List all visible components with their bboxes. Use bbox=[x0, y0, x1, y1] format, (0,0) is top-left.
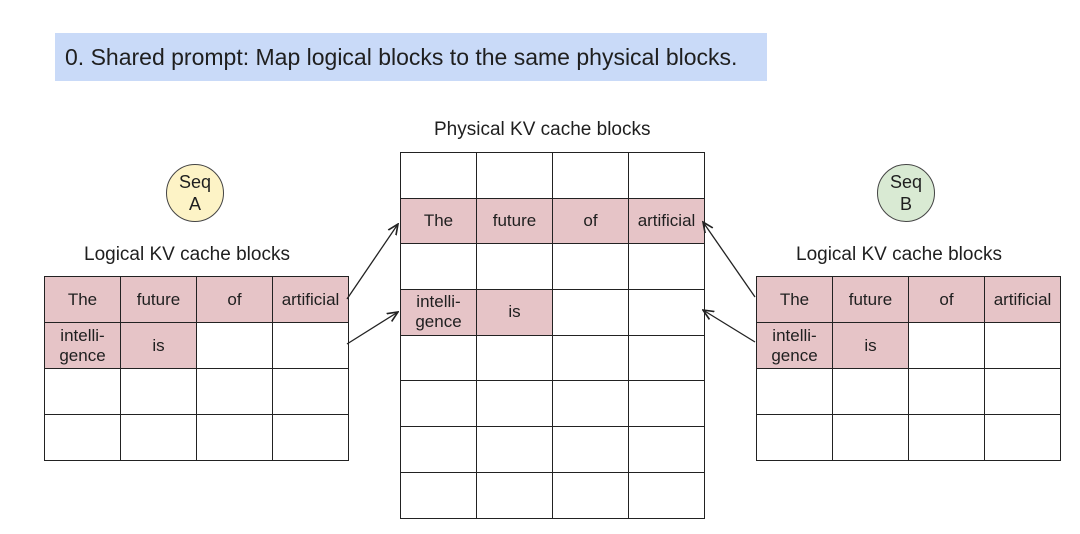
kv-block-cell bbox=[120, 368, 197, 415]
kv-block-cell bbox=[628, 152, 705, 199]
kv-block-cell bbox=[476, 380, 553, 428]
table-row bbox=[756, 368, 1061, 415]
table-row bbox=[400, 426, 705, 473]
kv-block-cell bbox=[628, 289, 705, 336]
kv-block-cell: intelli-gence bbox=[400, 289, 477, 336]
kv-block-cell bbox=[552, 380, 629, 428]
kv-block-cell: of bbox=[552, 197, 629, 245]
table-row bbox=[44, 414, 349, 461]
kv-block-cell: The bbox=[44, 276, 121, 323]
table-row bbox=[756, 414, 1061, 461]
kv-block-cell bbox=[272, 368, 349, 415]
kv-block-cell bbox=[400, 426, 477, 473]
kv-block-cell bbox=[628, 380, 705, 428]
table-row bbox=[400, 471, 705, 519]
kv-block-cell bbox=[908, 414, 985, 461]
kv-block-cell bbox=[756, 368, 833, 415]
kv-block-cell: is bbox=[476, 289, 553, 336]
kv-block-cell bbox=[196, 414, 273, 461]
kv-block-cell bbox=[628, 426, 705, 473]
arrow-b-row2 bbox=[703, 310, 756, 343]
seq-b-caption: Logical KV cache blocks bbox=[796, 244, 1002, 265]
kv-block-cell bbox=[984, 322, 1061, 369]
kv-block-cell: artificial bbox=[272, 276, 349, 323]
kv-block-cell bbox=[908, 368, 985, 415]
table-row bbox=[400, 380, 705, 428]
kv-block-cell bbox=[628, 334, 705, 382]
kv-block-cell bbox=[756, 414, 833, 461]
kv-block-cell: future bbox=[476, 197, 553, 245]
kv-block-cell bbox=[476, 471, 553, 519]
table-row bbox=[400, 243, 705, 291]
kv-block-cell bbox=[552, 289, 629, 336]
kv-block-cell bbox=[908, 322, 985, 369]
arrow-a-row1 bbox=[346, 224, 398, 300]
arrow-b-row1 bbox=[703, 222, 756, 298]
kv-block-cell bbox=[400, 380, 477, 428]
table-row bbox=[400, 334, 705, 382]
seq-b-badge-line1: Seq bbox=[889, 172, 923, 192]
kv-block-cell bbox=[400, 334, 477, 382]
seq-a-badge: Seq A bbox=[166, 164, 224, 222]
kv-block-cell bbox=[984, 368, 1061, 415]
kv-block-cell: future bbox=[120, 276, 197, 323]
arrow-a-row2 bbox=[346, 312, 398, 345]
title-banner: 0. Shared prompt: Map logical blocks to … bbox=[55, 33, 767, 81]
kv-block-cell bbox=[628, 471, 705, 519]
kv-block-cell bbox=[272, 322, 349, 369]
seq-b-badge: Seq B bbox=[877, 164, 935, 222]
kv-block-cell bbox=[120, 414, 197, 461]
seq-a-caption: Logical KV cache blocks bbox=[84, 244, 290, 265]
kv-block-cell bbox=[196, 368, 273, 415]
kv-block-cell: intelli-gence bbox=[756, 322, 833, 369]
kv-block-cell: of bbox=[196, 276, 273, 323]
kv-block-cell: intelli-gence bbox=[44, 322, 121, 369]
kv-block-cell bbox=[476, 152, 553, 199]
kv-block-cell: The bbox=[756, 276, 833, 323]
seq-b-badge-line2: B bbox=[899, 194, 912, 214]
table-row bbox=[400, 152, 705, 199]
seq-a-badge-line1: Seq bbox=[178, 172, 212, 192]
seq-a-badge-line2: A bbox=[188, 194, 201, 214]
physical-caption: Physical KV cache blocks bbox=[434, 119, 651, 140]
kv-block-cell bbox=[44, 414, 121, 461]
kv-block-cell bbox=[832, 414, 909, 461]
kv-block-cell: artificial bbox=[984, 276, 1061, 323]
kv-block-cell: future bbox=[832, 276, 909, 323]
kv-block-cell bbox=[272, 414, 349, 461]
kv-block-cell: artificial bbox=[628, 197, 705, 245]
kv-block-cell: of bbox=[908, 276, 985, 323]
kv-block-cell bbox=[400, 471, 477, 519]
kv-block-cell bbox=[476, 426, 553, 473]
banner-text: 0. Shared prompt: Map logical blocks to … bbox=[65, 43, 738, 70]
kv-block-cell bbox=[552, 471, 629, 519]
kv-block-cell bbox=[552, 334, 629, 382]
kv-block-cell bbox=[552, 243, 629, 291]
kv-block-cell bbox=[628, 243, 705, 291]
kv-block-cell: is bbox=[120, 322, 197, 369]
kv-block-cell bbox=[984, 414, 1061, 461]
